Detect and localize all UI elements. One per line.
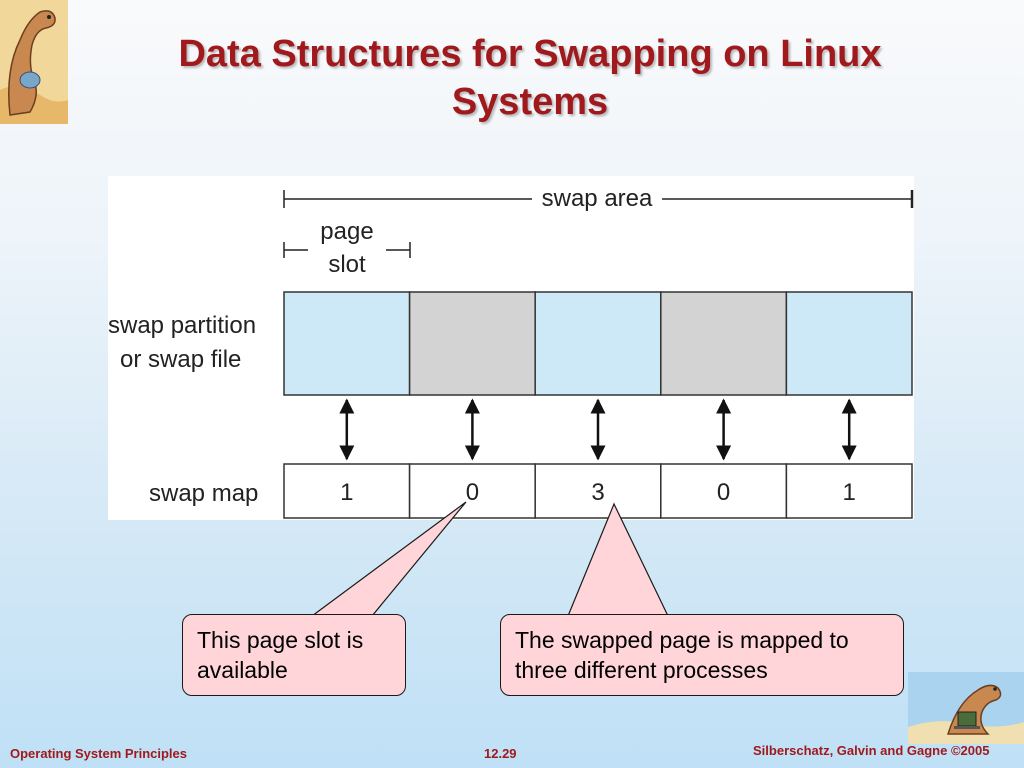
swap-map-cells: 1 0 3 0 1 — [283, 463, 913, 519]
footer-page-number: 12.29 — [484, 746, 517, 761]
dinosaur-laptop-logo-icon — [908, 672, 1024, 744]
title-line-2: Systems — [451, 81, 609, 123]
swap-slot-2 — [408, 291, 536, 396]
swap-map-cell-5 — [785, 463, 913, 519]
swap-partition-label-line2: or swap file — [120, 346, 241, 373]
page-slot-label-line1: page — [320, 218, 373, 245]
title-line-1: Data Structures for Swapping on Linux — [178, 33, 882, 75]
swap-map-label: swap map — [149, 480, 258, 507]
callout-mapped-pointer — [567, 502, 669, 617]
footer-course-name: Operating System Principles — [10, 746, 188, 761]
swap-area-label: swap area — [542, 185, 653, 212]
callout-mapped: The swapped page is mapped to three diff… — [500, 614, 904, 696]
slide-title: Data Structures for Swapping on Linux Sy… — [120, 30, 940, 126]
swap-map-value-2: 0 — [466, 479, 479, 506]
swap-diagram-svg: swap area page slot swap partition or sw… — [108, 185, 914, 519]
swap-area-dimension: swap area — [283, 185, 914, 212]
swap-map-value-3: 3 — [591, 479, 604, 506]
swap-slot-3 — [534, 291, 662, 396]
page-slot-dimension: page slot — [283, 218, 411, 278]
swap-slot-1 — [283, 291, 411, 396]
swap-slot-4 — [660, 291, 788, 396]
swap-map-value-1: 1 — [340, 479, 353, 506]
swap-diagram: swap area page slot swap partition or sw… — [108, 176, 914, 520]
swap-partition-slots — [283, 291, 913, 396]
page-slot-label-line2: slot — [328, 251, 366, 278]
swap-map-cell-4 — [660, 463, 788, 519]
swap-map-value-5: 1 — [843, 479, 856, 506]
swap-map-value-4: 0 — [717, 479, 730, 506]
swap-slot-5 — [785, 291, 913, 396]
callout-available: This page slot is available — [182, 614, 406, 696]
swap-partition-label-line1: swap partition — [108, 312, 256, 339]
footer-copyright: Silberschatz, Galvin and Gagne ©2005 — [753, 743, 990, 758]
slot-map-arrows — [339, 398, 857, 461]
dinosaur-logo-icon — [0, 0, 68, 124]
